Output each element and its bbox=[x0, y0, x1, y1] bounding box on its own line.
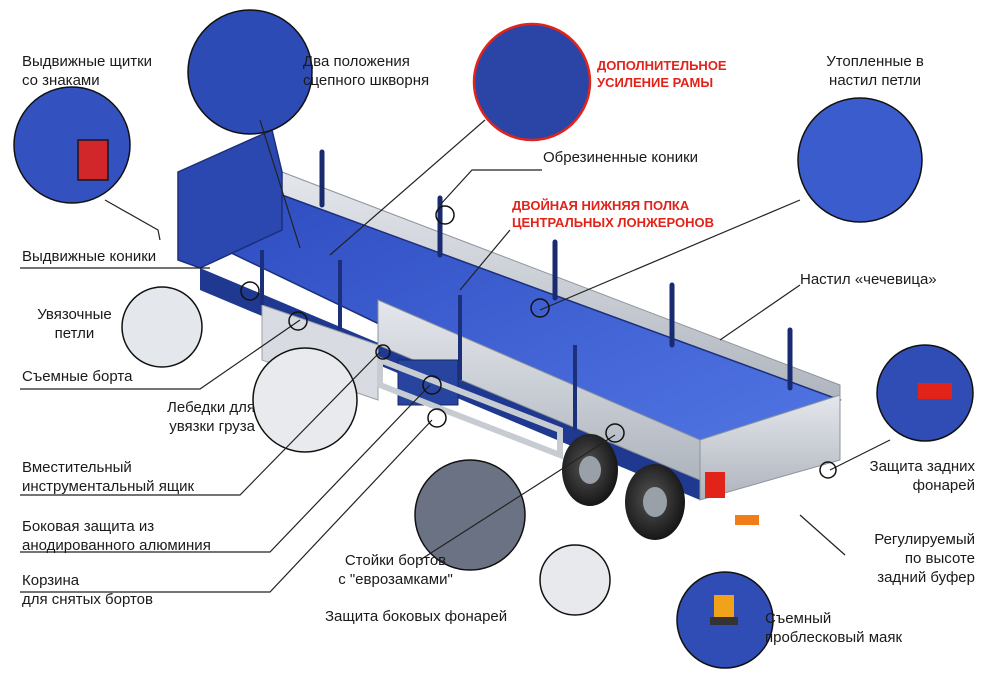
detail-winches bbox=[252, 347, 358, 453]
detail-toolbox bbox=[414, 459, 526, 571]
label-kingpin: Два положения сцепного шкворня bbox=[303, 53, 430, 89]
label-beacon: Съемный проблесковый маяк bbox=[765, 610, 903, 646]
label-removable-sides: Съемные борта bbox=[22, 368, 133, 385]
detail-sidelamps bbox=[539, 544, 611, 616]
label-side-guard: Боковая защита из анодированного алюмини… bbox=[22, 518, 211, 554]
warning-stripes-icon bbox=[918, 383, 952, 399]
detail-loops bbox=[797, 97, 923, 223]
label-sliding-stakes: Выдвижные коники bbox=[22, 248, 157, 265]
label-posts: Стойки бортов с "еврозамками" bbox=[338, 552, 453, 588]
detail-lashing bbox=[121, 286, 203, 368]
label-rear-lamp-guard: Защита задних фонарей bbox=[869, 458, 975, 494]
label-double-shelf: ДВОЙНАЯ НИЖНЯЯ ПОЛКА ЦЕНТРАЛЬНЫХ ЛОНЖЕРО… bbox=[512, 198, 714, 230]
label-rubber-stakes: Обрезиненные коники bbox=[543, 149, 699, 166]
rear-lamp bbox=[735, 515, 759, 525]
label-side-lamps: Защита боковых фонарей bbox=[325, 608, 508, 625]
basket bbox=[377, 355, 563, 460]
rear-board bbox=[699, 394, 841, 501]
detail-frame bbox=[472, 22, 592, 142]
label-toolbox: Вместительный инструментальный ящик bbox=[22, 459, 195, 495]
label-winches: Лебедки для увязки груза bbox=[167, 399, 255, 435]
beacon-icon bbox=[710, 595, 738, 625]
detail-kingpin bbox=[187, 9, 313, 135]
label-lentil-floor: Настил «чечевица» bbox=[800, 271, 937, 288]
label-shields: Выдвижные щитки со знаками bbox=[22, 53, 153, 89]
label-recessed-loops: Утопленные в настил петли bbox=[826, 53, 924, 89]
stakes bbox=[319, 149, 793, 391]
pointer-rings bbox=[240, 205, 837, 479]
label-bumper: Регулируемый по высоте задний буфер bbox=[874, 531, 975, 586]
label-lashing-loops: Увязочные петли bbox=[37, 306, 112, 342]
detail-shields bbox=[13, 86, 131, 204]
rear-warning-plate bbox=[705, 472, 725, 498]
leader-lines bbox=[20, 119, 891, 593]
label-basket: Корзина для снятых бортов bbox=[22, 572, 153, 608]
side-posts bbox=[260, 250, 577, 430]
label-frame-reinforcement: ДОПОЛНИТЕЛЬНОЕ УСИЛЕНИЕ РАМЫ bbox=[597, 58, 727, 90]
